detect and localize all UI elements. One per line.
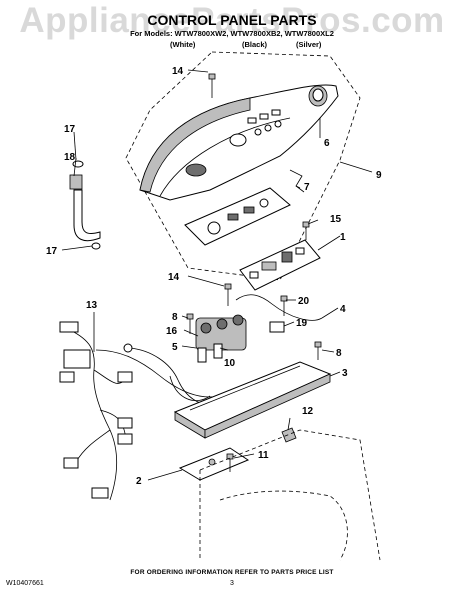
console-housing (139, 84, 339, 201)
ordering-note: FOR ORDERING INFORMATION REFER TO PARTS … (130, 569, 334, 576)
callout-16: 16 (166, 326, 178, 337)
lid-lock (269, 295, 288, 333)
callout-15: 15 (330, 214, 342, 225)
callout-2: 2 (136, 476, 142, 487)
callout-1: 1 (340, 232, 346, 243)
callout-17-bottom: 17 (46, 246, 58, 257)
base-wire (169, 375, 211, 401)
watermark: AppliancePartsPros.com (19, 1, 445, 40)
callout-18: 18 (64, 152, 76, 163)
callout-19: 19 (296, 318, 308, 329)
callout-10: 10 (224, 358, 236, 369)
lid-switch-wire (235, 294, 323, 321)
leader-lines (61, 69, 373, 481)
ui-ribbon-wire (289, 169, 305, 193)
callout-8-right: 8 (336, 348, 342, 359)
console-logo (185, 163, 207, 177)
page-number: 3 (230, 580, 234, 587)
pressure-hose (69, 160, 101, 250)
callout-17-top: 17 (64, 124, 76, 135)
callout-7: 7 (304, 182, 310, 193)
wire-harness (59, 321, 221, 501)
main-control-board (239, 239, 321, 291)
screw-mid (224, 283, 232, 306)
callout-20: 20 (298, 296, 310, 307)
callout-6: 6 (324, 138, 330, 149)
console-assembly-boundary (125, 51, 361, 281)
selector-knob (308, 85, 328, 107)
callout-4: 4 (340, 304, 346, 315)
control-mount-base (173, 361, 332, 439)
callout-3: 3 (342, 368, 348, 379)
clip-12 (281, 427, 297, 443)
top-cover-outline (199, 429, 381, 561)
page-title: CONTROL PANEL PARTS (147, 12, 317, 28)
callout-13: 13 (86, 300, 98, 311)
screw-15 (302, 221, 310, 240)
callout-11: 11 (258, 450, 269, 461)
user-interface-board (184, 187, 291, 246)
callout-12: 12 (302, 406, 314, 417)
screw-top (208, 73, 216, 98)
switch-cluster (195, 314, 247, 363)
document-number: W10407661 (6, 580, 44, 587)
callout-9: 9 (376, 170, 382, 181)
callout-5: 5 (172, 342, 178, 353)
screw-8-left (186, 313, 194, 334)
callout-14-top: 14 (172, 66, 184, 77)
models-line: For Models: WTW7800XW2, WTW7800XB2, WTW7… (130, 29, 334, 38)
color-white-label: (White) (170, 40, 196, 49)
callout-8-left: 8 (172, 312, 178, 323)
screw-8-right (314, 341, 322, 360)
color-silver-label: (Silver) (296, 40, 322, 49)
color-black-label: (Black) (242, 40, 268, 49)
callout-14-mid: 14 (168, 272, 180, 283)
ground-terminal (123, 343, 133, 353)
